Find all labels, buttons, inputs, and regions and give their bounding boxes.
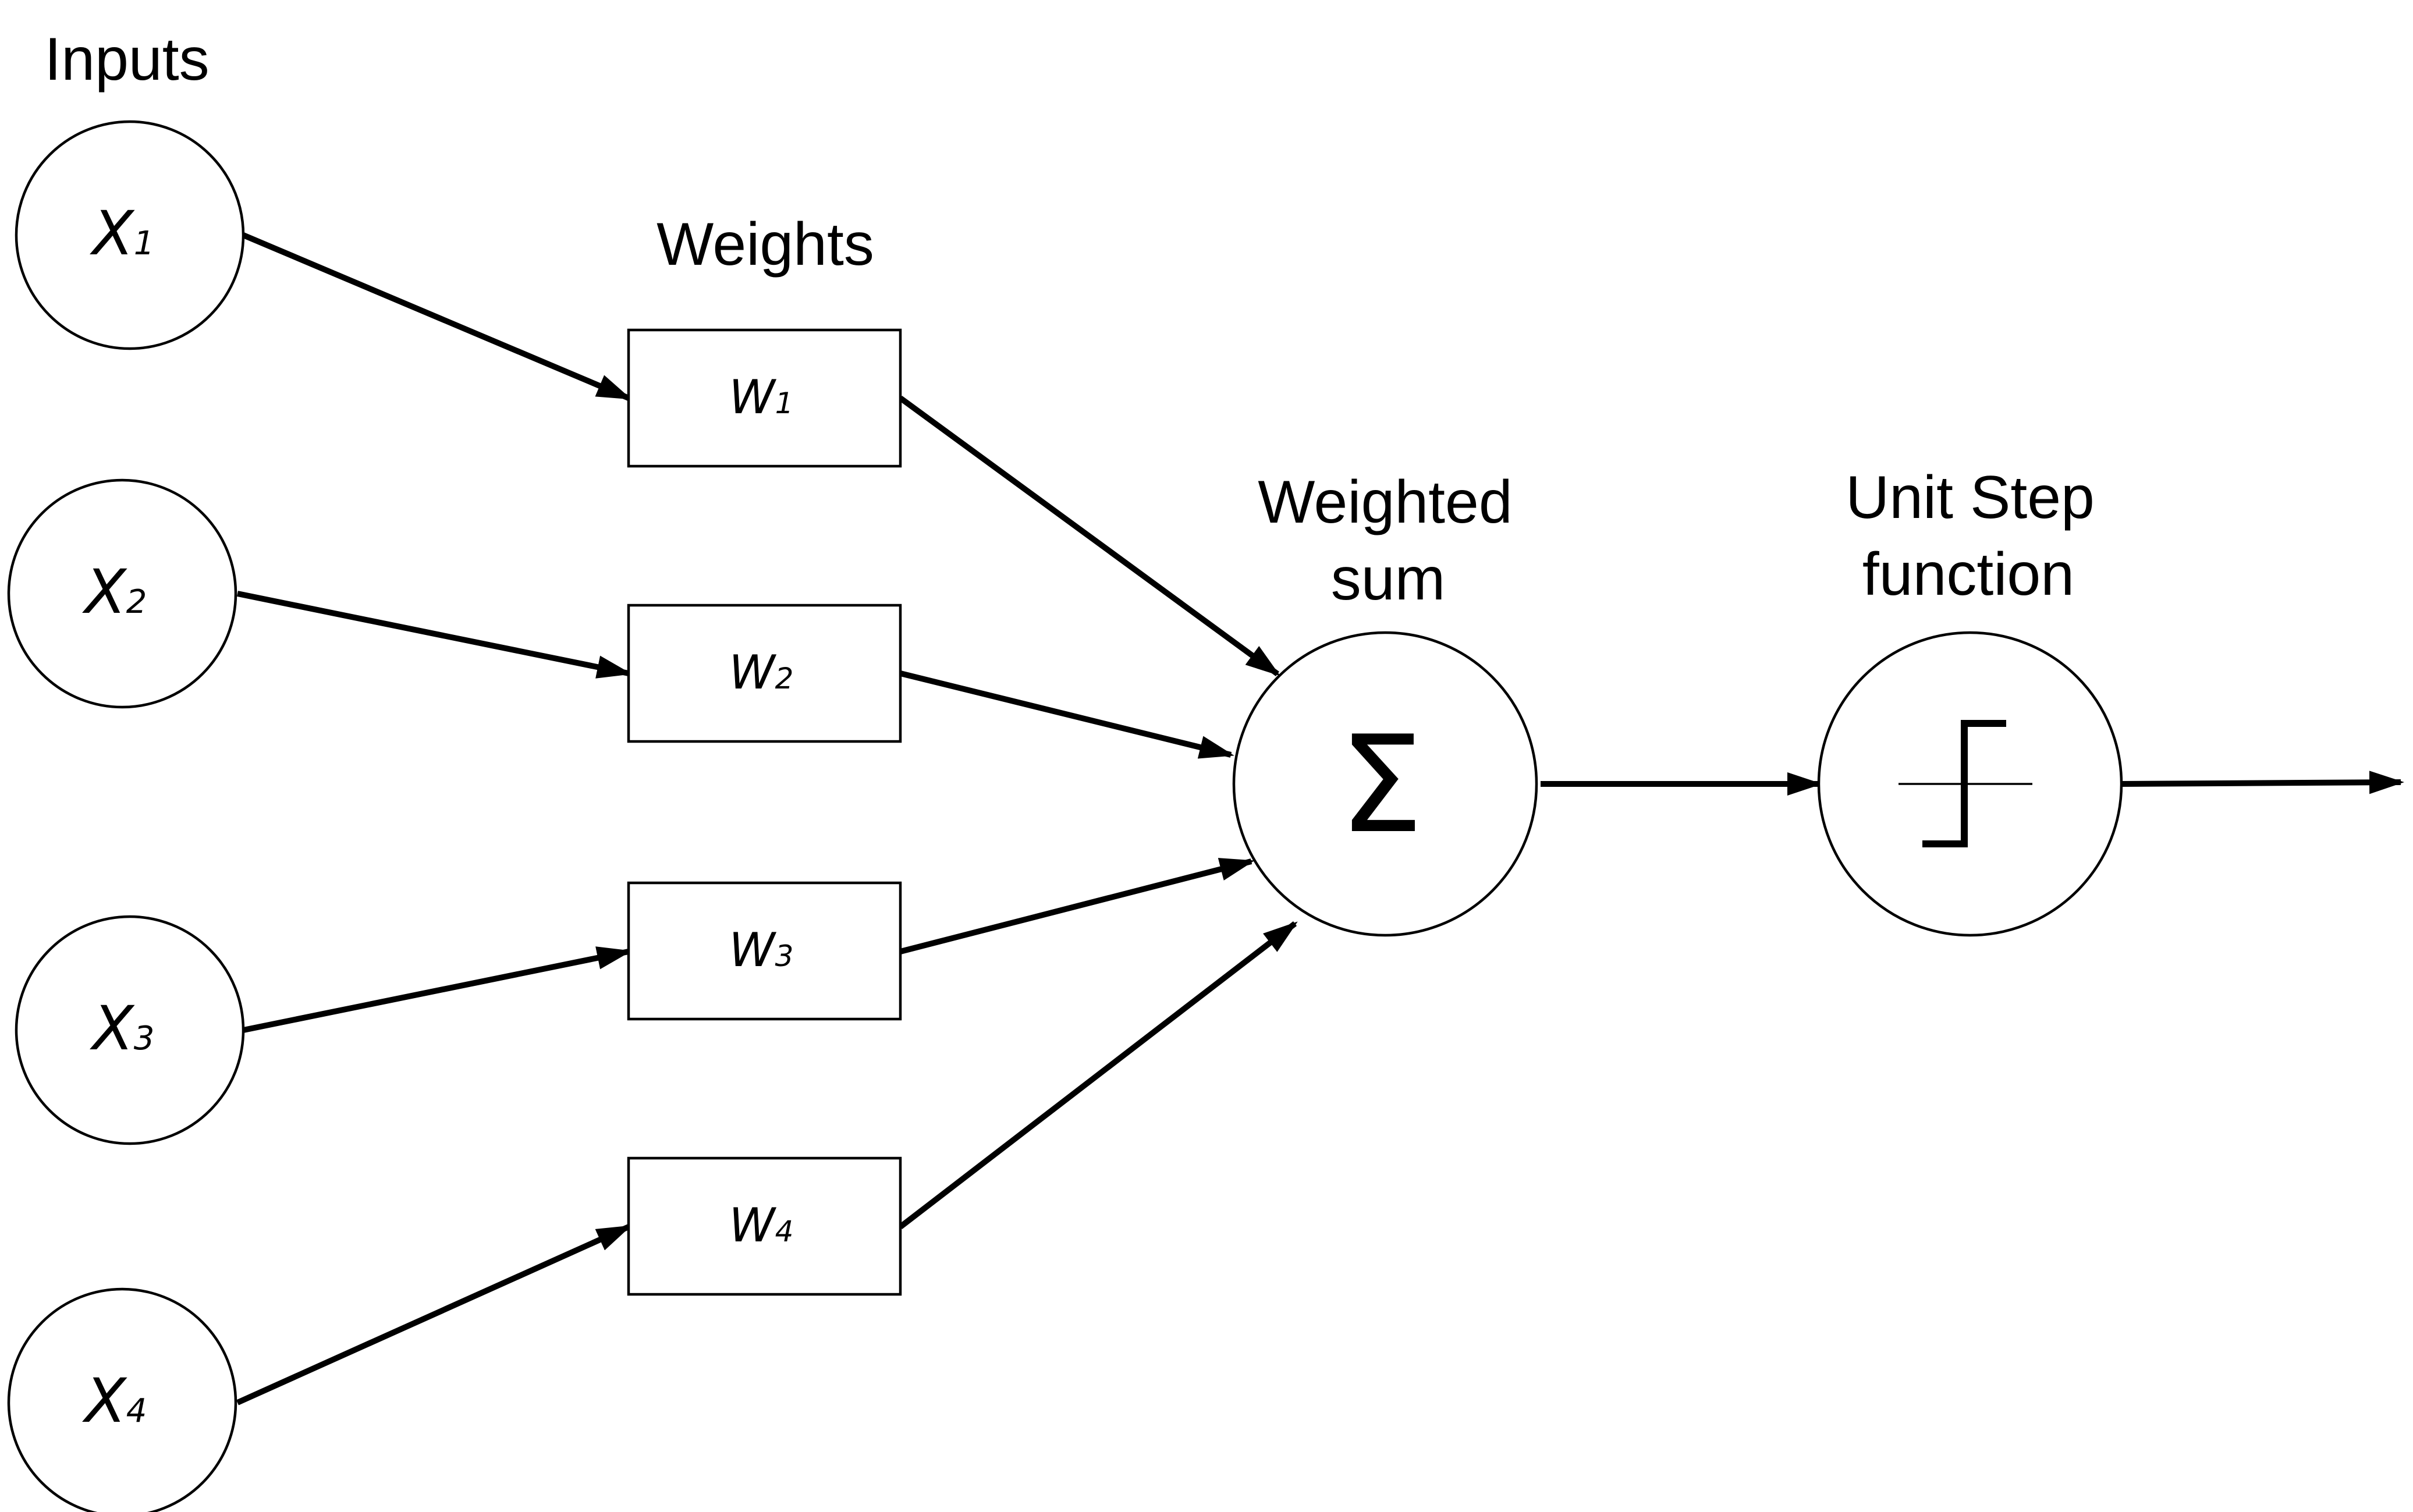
edge-output bbox=[2121, 771, 2404, 794]
svg-text:W1: W1 bbox=[729, 370, 794, 424]
input-subscript: 2 bbox=[126, 583, 147, 621]
weight-box-3: W3 bbox=[627, 881, 902, 1021]
svg-text:W4: W4 bbox=[729, 1198, 794, 1252]
weight-subscript: 3 bbox=[775, 939, 794, 973]
input-node-3: X3 bbox=[15, 915, 245, 1145]
edge-w4-sum bbox=[898, 921, 1298, 1229]
svg-text:W3: W3 bbox=[729, 923, 794, 977]
edge-w3-sum bbox=[899, 858, 1255, 954]
edge-x4-w4 bbox=[236, 1224, 632, 1405]
weight-box-1: W1 bbox=[627, 328, 902, 468]
weight-letter: W bbox=[729, 370, 777, 424]
svg-text:X1: X1 bbox=[90, 198, 155, 269]
weights-title: Weights bbox=[657, 211, 874, 278]
weight-subscript: 4 bbox=[775, 1215, 794, 1248]
weighted-sum-title-line2: sum bbox=[1331, 545, 1445, 613]
svg-text:X4: X4 bbox=[82, 1365, 147, 1436]
input-node-4: X4 bbox=[7, 1287, 237, 1512]
input-node-2: X2 bbox=[7, 478, 237, 709]
edge-x2-w2 bbox=[237, 591, 632, 679]
edge-x1-w1 bbox=[242, 232, 632, 401]
input-letter: X bbox=[82, 556, 128, 627]
weight-letter: W bbox=[729, 923, 777, 977]
input-letter: X bbox=[90, 993, 136, 1064]
edge-w1-sum bbox=[899, 395, 1280, 677]
edge-w2-sum bbox=[899, 670, 1234, 759]
unit-step-node bbox=[1817, 631, 2123, 937]
weight-box-2: W2 bbox=[627, 604, 902, 743]
weighted-sum-node: Σ bbox=[1232, 631, 1538, 937]
input-subscript: 4 bbox=[126, 1392, 147, 1430]
step-title-line2: function bbox=[1862, 541, 2074, 608]
weight-subscript: 1 bbox=[775, 386, 794, 420]
input-subscript: 3 bbox=[134, 1020, 155, 1057]
weight-subscript: 2 bbox=[775, 662, 794, 695]
weight-letter: W bbox=[729, 1198, 777, 1252]
sigma-icon: Σ bbox=[1339, 708, 1423, 863]
input-node-1: X1 bbox=[15, 120, 245, 350]
svg-text:X2: X2 bbox=[82, 556, 147, 627]
weight-letter: W bbox=[729, 645, 777, 700]
svg-text:X3: X3 bbox=[90, 993, 155, 1064]
input-letter: X bbox=[82, 1365, 128, 1436]
svg-text:W2: W2 bbox=[729, 645, 794, 700]
input-subscript: 1 bbox=[134, 225, 155, 262]
weighted-sum-title-line1: Weighted bbox=[1258, 468, 1512, 536]
step-title-line1: Unit Step bbox=[1846, 464, 2095, 531]
edge-x3-w3 bbox=[243, 946, 632, 1033]
unit-step-icon bbox=[1899, 720, 2032, 847]
inputs-title: Inputs bbox=[44, 26, 209, 93]
weight-box-4: W4 bbox=[627, 1156, 902, 1296]
input-letter: X bbox=[90, 198, 136, 269]
